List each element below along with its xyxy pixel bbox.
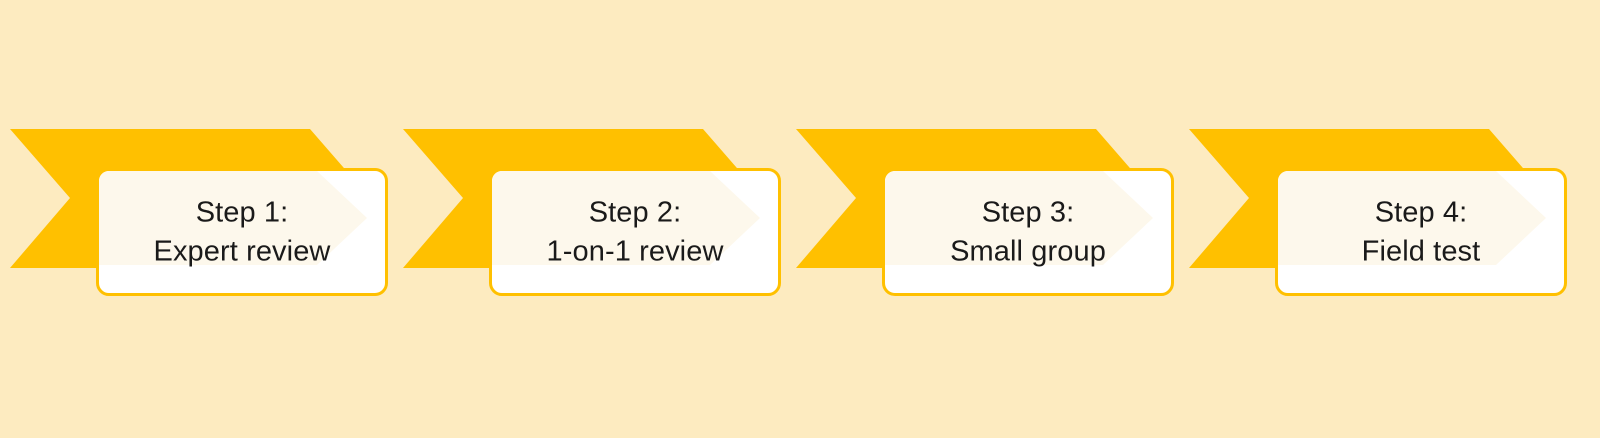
chevron-tint-1: [99, 171, 367, 265]
chevron-tint-4: [1278, 171, 1546, 265]
step-card-1[interactable]: Step 1: Expert review: [96, 168, 388, 296]
step-card-3[interactable]: Step 3: Small group: [882, 168, 1174, 296]
chevron-tint-2: [492, 171, 760, 265]
step-card-4[interactable]: Step 4: Field test: [1275, 168, 1567, 296]
chevron-tint-3: [885, 171, 1153, 265]
step-card-2[interactable]: Step 2: 1-on-1 review: [489, 168, 781, 296]
